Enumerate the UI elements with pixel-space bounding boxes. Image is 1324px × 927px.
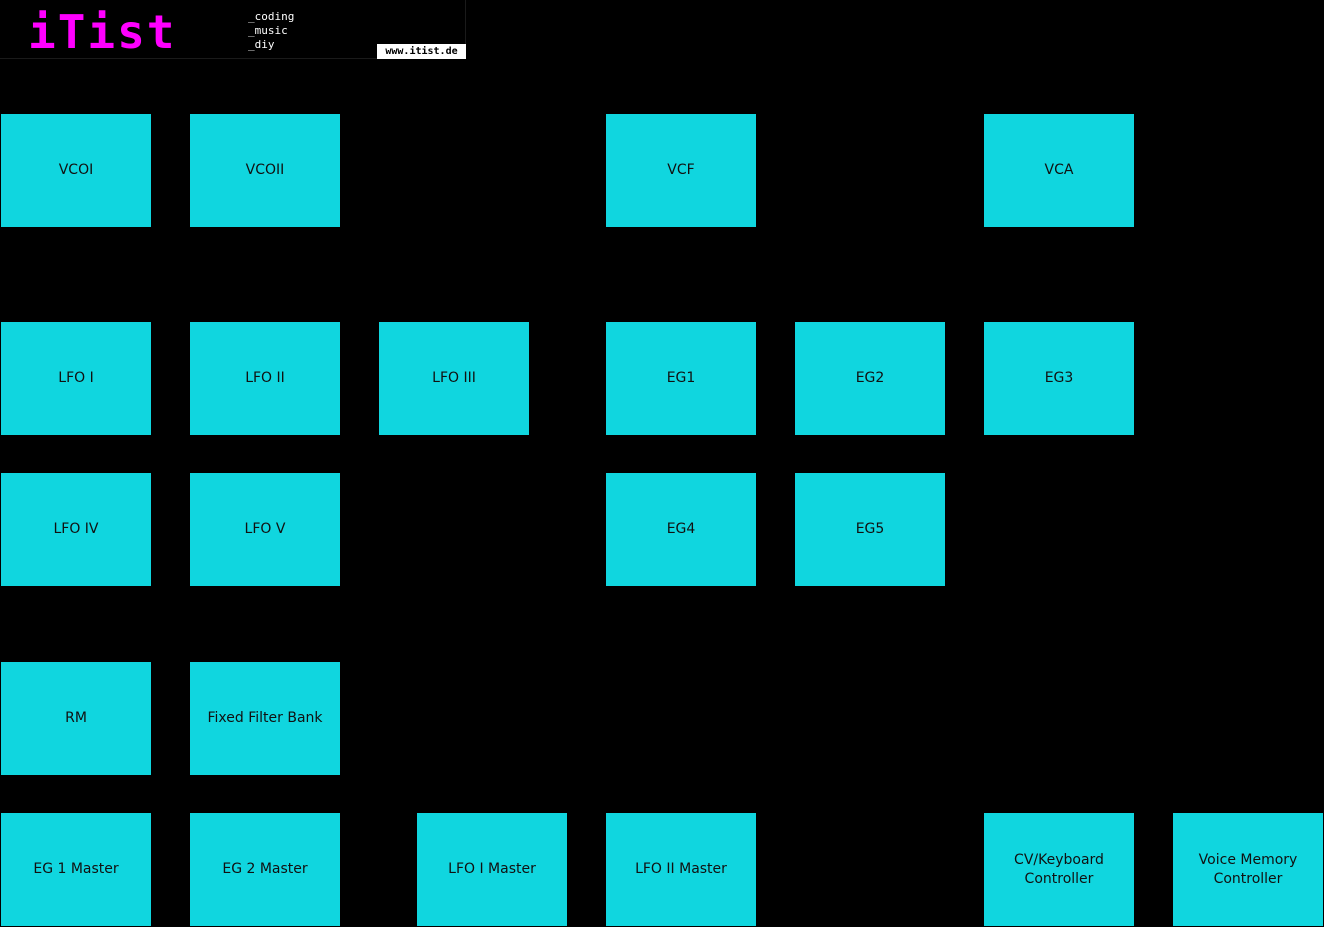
block-lfo3: LFO III bbox=[379, 322, 529, 435]
logo-wordmark: iTist bbox=[28, 5, 177, 59]
tagline-music: _music bbox=[248, 24, 288, 37]
block-lfo1-master: LFO I Master bbox=[417, 813, 567, 926]
block-vca: VCA bbox=[984, 114, 1134, 227]
block-vcf: VCF bbox=[606, 114, 756, 227]
block-rm: RM bbox=[1, 662, 151, 775]
block-lfo2-master: LFO II Master bbox=[606, 813, 756, 926]
block-voice-memory-controller: Voice Memory Controller bbox=[1173, 813, 1323, 926]
block-eg1: EG1 bbox=[606, 322, 756, 435]
block-eg5: EG5 bbox=[795, 473, 945, 586]
block-eg2-master: EG 2 Master bbox=[190, 813, 340, 926]
block-eg2: EG2 bbox=[795, 322, 945, 435]
block-eg3: EG3 bbox=[984, 322, 1134, 435]
block-lfo2: LFO II bbox=[190, 322, 340, 435]
block-vco2: VCOII bbox=[190, 114, 340, 227]
block-lfo5: LFO V bbox=[190, 473, 340, 586]
tagline-diy: _diy bbox=[248, 38, 275, 51]
logo-url: www.itist.de bbox=[377, 44, 466, 59]
logo: iTist _coding _music _diy www.itist.de bbox=[0, 0, 466, 59]
block-eg1-master: EG 1 Master bbox=[1, 813, 151, 926]
block-cv-keyboard-controller: CV/Keyboard Controller bbox=[984, 813, 1134, 926]
block-lfo4: LFO IV bbox=[1, 473, 151, 586]
block-eg4: EG4 bbox=[606, 473, 756, 586]
block-lfo1: LFO I bbox=[1, 322, 151, 435]
block-vco1: VCOI bbox=[1, 114, 151, 227]
block-fixed-filter-bank: Fixed Filter Bank bbox=[190, 662, 340, 775]
tagline-coding: _coding bbox=[248, 10, 295, 23]
